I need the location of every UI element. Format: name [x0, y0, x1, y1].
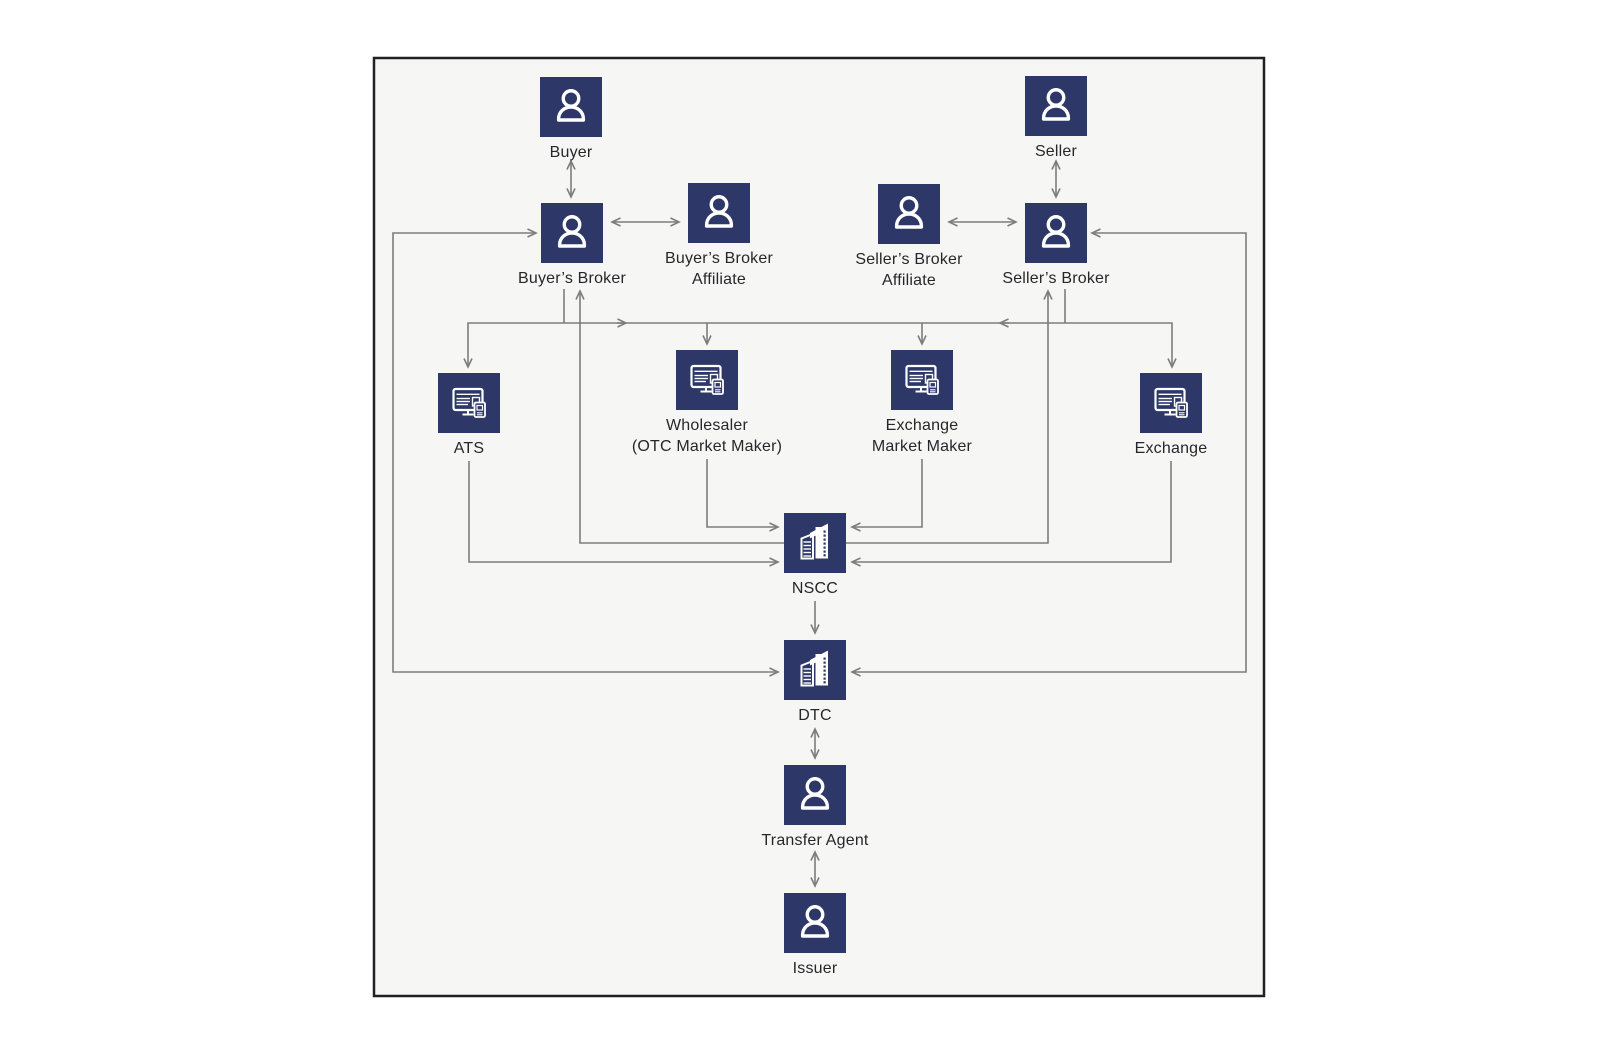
edge-exchange-to-nscc: [850, 461, 1172, 567]
edge-broker-order-routing-line: [463, 322, 1177, 369]
edge-ats-to-nscc: [468, 461, 780, 567]
edge-nscc-to-buyers-broker: [575, 289, 784, 544]
edge-sellers-broker-to-dtc-loop: [850, 228, 1247, 677]
diagram-frame: [372, 56, 1266, 998]
edge-nscc-to-sellers-broker: [846, 289, 1053, 544]
edge-buyers-broker-to-dtc-loop: [392, 228, 780, 677]
edge-exchange-market-maker-to-nscc: [850, 459, 923, 532]
edge-wholesaler-to-nscc: [706, 459, 780, 532]
